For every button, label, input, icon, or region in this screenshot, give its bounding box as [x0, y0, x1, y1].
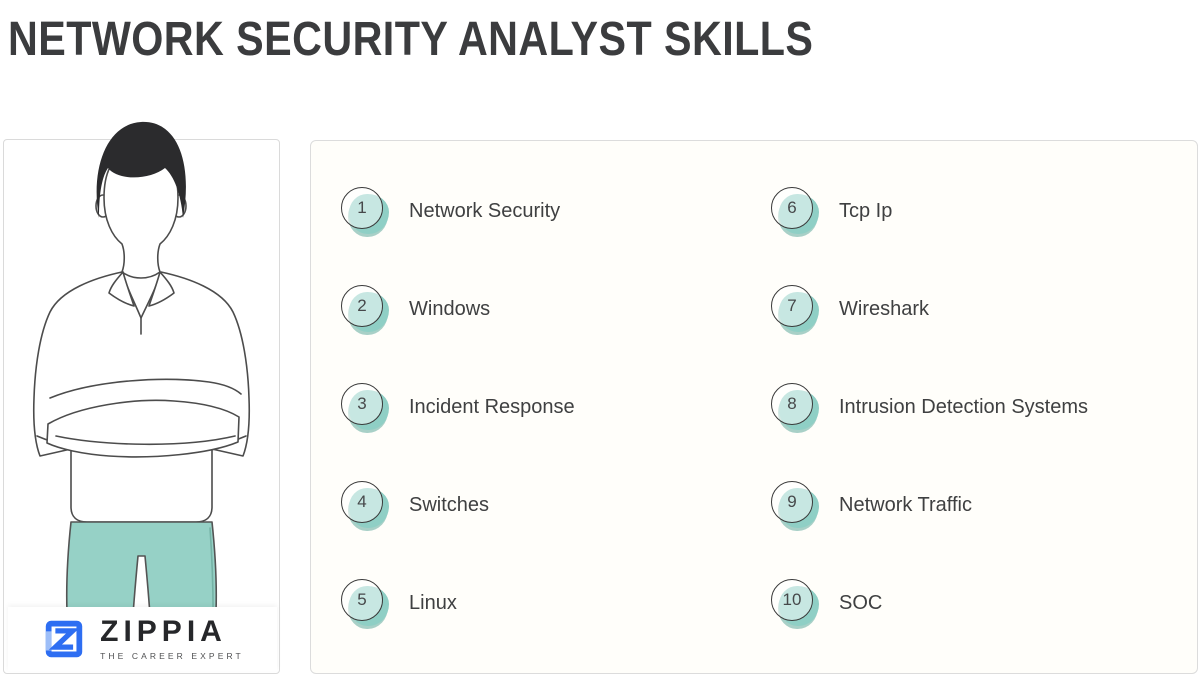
- skill-label: Linux: [409, 591, 457, 614]
- skills-column-right: 6 Tcp Ip 7 Wireshark 8 Intrusion Detecti…: [771, 187, 1088, 675]
- person-illustration: [32, 121, 251, 671]
- badge-number: 5: [341, 579, 383, 621]
- badge-number: 1: [341, 187, 383, 229]
- badge-number: 3: [341, 383, 383, 425]
- badge-number: 4: [341, 481, 383, 523]
- skill-item-4: 4 Switches: [341, 481, 575, 529]
- skill-label: Intrusion Detection Systems: [839, 395, 1088, 418]
- logo-text: ZIPPIA THE CAREER EXPERT: [100, 615, 244, 662]
- skill-label: Wireshark: [839, 297, 930, 320]
- skill-item-8: 8 Intrusion Detection Systems: [771, 383, 1088, 431]
- logo-tagline-text: THE CAREER EXPERT: [100, 651, 244, 661]
- skill-number-badge: 5: [341, 579, 389, 627]
- skill-label: SOC: [839, 591, 883, 614]
- badge-number: 7: [771, 285, 813, 327]
- logo-brand-text: ZIPPIA: [100, 615, 227, 648]
- skill-number-badge: 2: [341, 285, 389, 333]
- skill-label: Network Security: [409, 199, 561, 222]
- skill-label: Network Traffic: [839, 493, 972, 516]
- badge-number: 2: [341, 285, 383, 327]
- skill-item-7: 7 Wireshark: [771, 285, 1088, 333]
- skill-item-3: 3 Incident Response: [341, 383, 575, 431]
- skill-label: Tcp Ip: [839, 199, 893, 222]
- skill-item-2: 2 Windows: [341, 285, 575, 333]
- badge-number: 6: [771, 187, 813, 229]
- person-card: ZIPPIA THE CAREER EXPERT: [3, 121, 280, 674]
- badge-number: 10: [771, 579, 813, 621]
- skill-label: Switches: [409, 493, 490, 516]
- skill-number-badge: 7: [771, 285, 819, 333]
- skill-number-badge: 3: [341, 383, 389, 431]
- skill-label: Incident Response: [409, 395, 575, 418]
- badge-number: 9: [771, 481, 813, 523]
- skill-number-badge: 1: [341, 187, 389, 235]
- skill-number-badge: 9: [771, 481, 819, 529]
- skills-panel: 1 Network Security 2 Windows 3 Incident …: [310, 140, 1198, 674]
- zippia-z-icon: [45, 620, 83, 658]
- zippia-logo: ZIPPIA THE CAREER EXPERT: [8, 607, 277, 671]
- skill-number-badge: 6: [771, 187, 819, 235]
- skill-number-badge: 8: [771, 383, 819, 431]
- page-title: NETWORK SECURITY ANALYST SKILLS: [8, 13, 814, 66]
- skill-number-badge: 4: [341, 481, 389, 529]
- skill-item-10: 10 SOC: [771, 579, 1088, 627]
- skill-label: Windows: [409, 297, 491, 320]
- skill-item-9: 9 Network Traffic: [771, 481, 1088, 529]
- skill-item-1: 1 Network Security: [341, 187, 575, 235]
- skills-column-left: 1 Network Security 2 Windows 3 Incident …: [341, 187, 575, 675]
- skill-item-6: 6 Tcp Ip: [771, 187, 1088, 235]
- skill-number-badge: 10: [771, 579, 819, 627]
- skill-item-5: 5 Linux: [341, 579, 575, 627]
- badge-number: 8: [771, 383, 813, 425]
